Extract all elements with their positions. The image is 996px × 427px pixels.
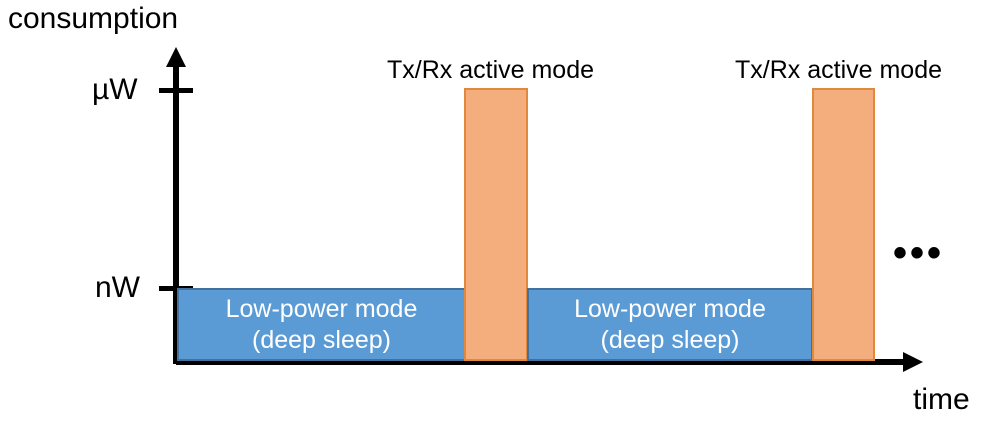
tx-rx-active-mode-block-2 [812,88,875,361]
tx-rx-active-mode-annotation-2: Tx/Rx active mode [735,56,943,84]
y-axis-tick-lower [159,286,193,291]
low-power-mode-block-1: Low-power mode (deep sleep) [177,288,466,361]
y-axis-tick-upper [159,88,193,93]
y-axis-title: consumption [8,2,179,35]
continuation-ellipsis: ••• [893,231,945,275]
y-axis-tick-label-upper: µW [92,73,138,106]
low-power-mode-block-2: Low-power mode (deep sleep) [527,288,813,361]
low-power-mode-label-line2: (deep sleep) [252,325,391,354]
y-axis-tick-label-lower: nW [95,271,140,304]
tx-rx-active-mode-block-1 [464,88,528,361]
tx-rx-active-mode-annotation-1: Tx/Rx active mode [387,56,595,84]
y-axis-arrow-icon [166,47,186,67]
low-power-mode-label-line2: (deep sleep) [600,325,740,354]
x-axis-title: time [913,383,970,416]
low-power-mode-label-line1: Low-power mode [225,295,418,323]
x-axis-line [176,359,910,365]
low-power-mode-label-line1: Low-power mode [574,295,766,323]
y-axis-line [173,62,179,364]
x-axis-arrow-icon [903,352,923,372]
